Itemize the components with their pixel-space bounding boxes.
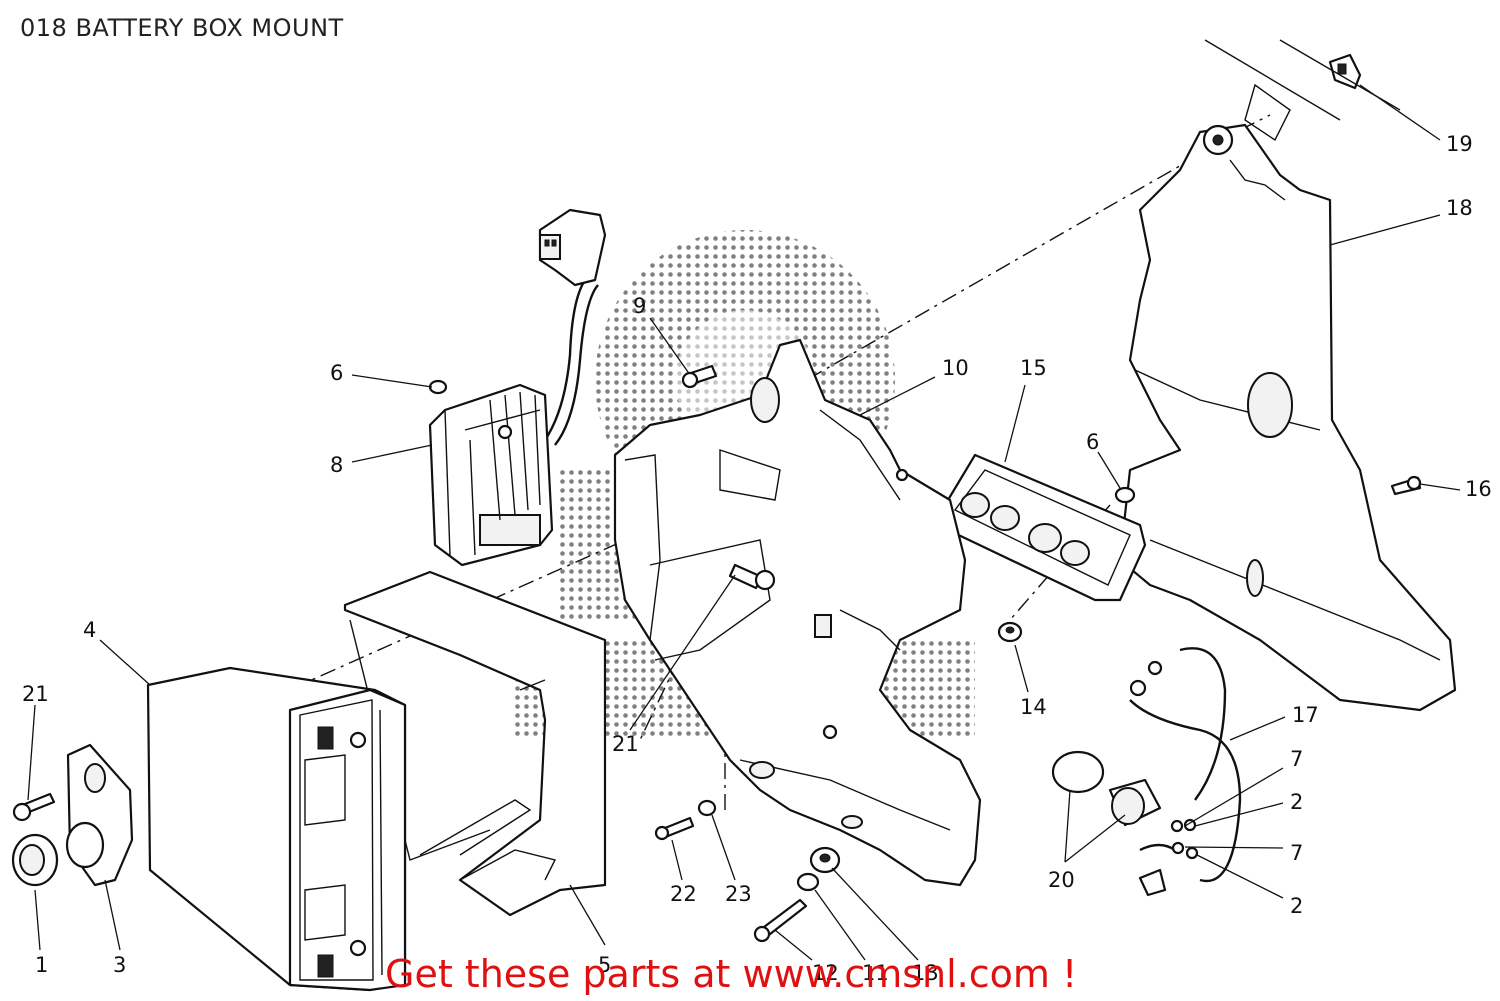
callout-21: 21: [22, 682, 49, 706]
promo-banner-link[interactable]: Get these parts at www.cmsnl.com !: [385, 952, 1078, 996]
part-17-wiring: [1129, 647, 1242, 897]
callout-1: 1: [35, 953, 49, 977]
callout-7-lower: 7: [1290, 841, 1304, 865]
callout-10: 10: [942, 356, 969, 380]
callout-6-right: 6: [1086, 430, 1100, 454]
callout-14: 14: [1020, 695, 1047, 719]
leader-lines: [27, 84, 1461, 961]
callout-9: 9: [633, 294, 647, 318]
part-9-screw: [681, 364, 718, 389]
callout-16: 16: [1465, 477, 1492, 501]
part-15-tray: [943, 453, 1147, 602]
callout-3: 3: [113, 953, 127, 977]
grommets: [428, 379, 1136, 643]
callout-21-center: 21: [612, 732, 639, 756]
callout-11: 11: [862, 961, 889, 985]
part-11-12-13-bolt-bushing: [753, 846, 841, 943]
callout-18: 18: [1446, 196, 1473, 220]
callout-4: 4: [83, 618, 97, 642]
callout-8: 8: [330, 453, 344, 477]
callout-20: 20: [1048, 868, 1075, 892]
diagram-title: 018 BATTERY BOX MOUNT: [20, 14, 344, 42]
part-21-bolt-center: [728, 563, 776, 591]
part-18-side-cover: [1118, 83, 1457, 712]
part-4-battery: [146, 666, 407, 992]
part-20-starter-relay: [1051, 750, 1162, 827]
callout-17: 17: [1292, 703, 1319, 727]
part-3-bracket: [65, 743, 134, 887]
part-1-plug: [11, 833, 59, 887]
part-16-screw: [1390, 475, 1422, 496]
part-10-battery-frame: [613, 338, 982, 887]
callout-2-lower: 2: [1290, 894, 1304, 918]
callout-5: 5: [598, 953, 612, 977]
callout-23: 23: [725, 882, 752, 906]
part-21-bolt-left: [12, 792, 56, 822]
callout-13: 13: [912, 961, 939, 985]
part-2-7-nuts: [1170, 818, 1199, 860]
callout-12: 12: [812, 961, 839, 985]
callout-22: 22: [670, 882, 697, 906]
callout-6: 6: [330, 361, 344, 385]
callout-2: 2: [1290, 790, 1304, 814]
callout-15: 15: [1020, 356, 1047, 380]
part-22-23-screw-washer: [654, 799, 717, 841]
part-8-regulator: [428, 208, 607, 567]
part-5-battery-box: [343, 570, 607, 917]
callout-7: 7: [1290, 747, 1304, 771]
callout-19: 19: [1446, 132, 1473, 156]
part-19-clip: [1204, 39, 1401, 121]
